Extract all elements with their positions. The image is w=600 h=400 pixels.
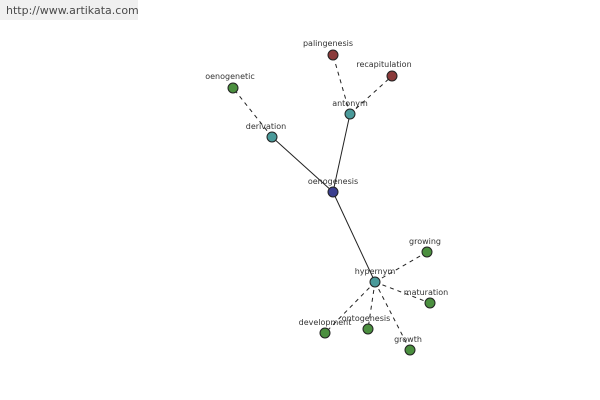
- node-growing[interactable]: growing: [409, 237, 441, 258]
- node-dot[interactable]: [319, 327, 331, 339]
- node-label[interactable]: antonym: [332, 99, 368, 108]
- node-label[interactable]: oenogenesis: [308, 177, 358, 186]
- node-oenogenetic[interactable]: oenogenetic: [205, 72, 255, 94]
- node-label[interactable]: development: [299, 318, 352, 327]
- node-dot[interactable]: [424, 297, 436, 309]
- edge-derivation-oenogenetic: [232, 87, 273, 138]
- node-label[interactable]: hypernym: [355, 267, 396, 276]
- node-dot[interactable]: [327, 186, 339, 198]
- node-dot[interactable]: [344, 108, 356, 120]
- node-development[interactable]: development: [299, 318, 352, 339]
- url-bar: http://www.artikata.com: [0, 0, 139, 20]
- node-label[interactable]: derivation: [246, 122, 286, 131]
- node-dot[interactable]: [227, 82, 239, 94]
- edges-layer: [232, 54, 431, 351]
- edge-oenogenesis-antonym: [332, 113, 351, 193]
- node-derivation[interactable]: derivation: [246, 122, 286, 143]
- node-dot[interactable]: [369, 276, 381, 288]
- edge-oenogenesis-derivation: [271, 136, 334, 193]
- node-dot[interactable]: [327, 49, 339, 61]
- edge-antonym-palingenesis: [332, 54, 351, 115]
- site-url-link[interactable]: http://www.artikata.com: [6, 4, 139, 17]
- node-antonym[interactable]: antonym: [332, 99, 368, 120]
- node-maturation[interactable]: maturation: [404, 288, 448, 309]
- node-label[interactable]: oenogenetic: [205, 72, 255, 81]
- node-recapitulation[interactable]: recapitulation: [356, 60, 412, 82]
- edge-antonym-recapitulation: [349, 75, 393, 115]
- node-dot[interactable]: [386, 70, 398, 82]
- node-ontogenesis[interactable]: ontogenesis: [342, 314, 391, 335]
- node-label[interactable]: maturation: [404, 288, 448, 297]
- edge-oenogenesis-hypernym: [332, 191, 376, 283]
- node-dot[interactable]: [362, 323, 374, 335]
- edge-hypernym-development: [324, 281, 376, 334]
- node-growth[interactable]: growth: [394, 335, 422, 356]
- nodes-layer: oenogenesis derivation antonym hypernym oeno…: [205, 39, 448, 356]
- node-label[interactable]: palingenesis: [303, 39, 353, 48]
- node-oenogenesis[interactable]: oenogenesis: [308, 177, 358, 198]
- node-label[interactable]: growth: [394, 335, 422, 344]
- node-palingenesis[interactable]: palingenesis: [303, 39, 353, 61]
- edge-hypernym-growing: [374, 251, 428, 283]
- node-label[interactable]: growing: [409, 237, 441, 246]
- node-dot[interactable]: [266, 131, 278, 143]
- node-hypernym[interactable]: hypernym: [355, 267, 396, 288]
- node-dot[interactable]: [404, 344, 416, 356]
- node-label[interactable]: ontogenesis: [342, 314, 391, 323]
- node-dot[interactable]: [421, 246, 433, 258]
- edge-hypernym-maturation: [374, 281, 431, 304]
- node-label[interactable]: recapitulation: [356, 60, 411, 69]
